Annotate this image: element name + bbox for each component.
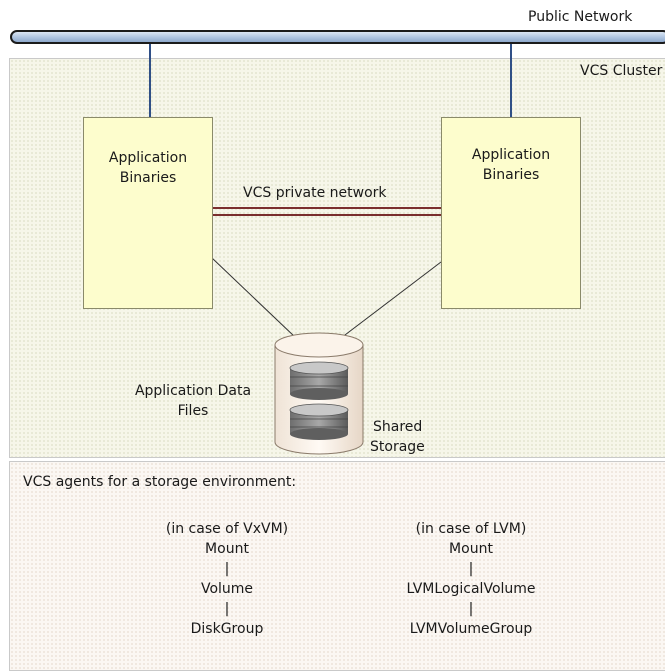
vxvm-connector-2: | <box>224 601 230 617</box>
lvm-volume-group: LVMVolumeGroup <box>409 621 533 637</box>
storage-agents-region <box>9 461 665 671</box>
lvm-agent-stack: (in case of LVM) Mount | LVMLogicalVolum… <box>386 520 556 640</box>
lvm-connector-1: | <box>468 561 474 577</box>
shared-storage-line2: Storage <box>370 439 425 455</box>
lvm-connector-2: | <box>468 601 474 617</box>
vxvm-condition: (in case of VxVM) <box>165 521 289 537</box>
node2-label-line1: Application <box>471 147 551 163</box>
vcs-cluster-label: VCS Cluster <box>580 63 663 79</box>
shared-storage-line1: Shared <box>373 419 423 435</box>
vxvm-connector-1: | <box>224 561 230 577</box>
node1-storage-link <box>211 257 297 339</box>
vxvm-agent-stack: (in case of VxVM) Mount | Volume | DiskG… <box>147 520 307 640</box>
lvm-mount: Mount <box>449 541 493 557</box>
vxvm-volume: Volume <box>200 581 254 597</box>
cluster-node-2: Application Binaries <box>441 117 581 309</box>
node2-label-line2: Binaries <box>482 167 540 183</box>
disk-stack-1-icon <box>289 361 349 400</box>
node2-storage-link <box>340 261 442 339</box>
vxvm-mount: Mount <box>205 541 249 557</box>
lvm-logical-volume: LVMLogicalVolume <box>406 581 536 597</box>
node1-label-line1: Application <box>108 150 188 166</box>
public-network-label: Public Network <box>528 9 633 25</box>
public-network-bus <box>10 30 665 44</box>
app-data-files-line2: Files <box>177 403 209 419</box>
app-data-files-line1: Application Data <box>134 383 252 399</box>
disk-stack-2-icon <box>289 403 349 440</box>
node1-label-line2: Binaries <box>119 170 177 186</box>
private-network-label: VCS private network <box>243 185 387 201</box>
agents-heading: VCS agents for a storage environment: <box>23 474 297 490</box>
vxvm-diskgroup: DiskGroup <box>190 621 264 637</box>
lvm-condition: (in case of LVM) <box>415 521 527 537</box>
cluster-node-1: Application Binaries <box>83 117 213 309</box>
